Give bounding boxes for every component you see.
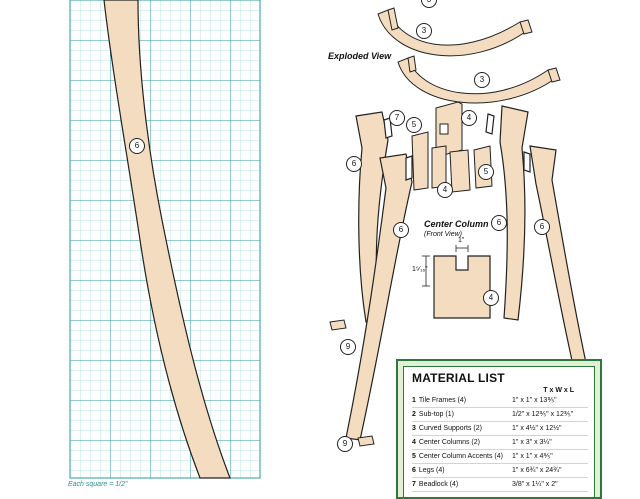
material-size: 1" x 6¾" x 24¾" xyxy=(512,467,562,474)
center-column-subtitle: (Front View) xyxy=(424,231,462,238)
material-num: 3 xyxy=(412,425,416,432)
material-num: 4 xyxy=(412,439,416,446)
dimension-width: 1" xyxy=(458,237,465,244)
callout-9-lower: 9 xyxy=(337,436,353,452)
material-size: 1" x 1" x 4⅗" xyxy=(512,453,553,460)
material-num: 5 xyxy=(412,453,416,460)
material-num: 2 xyxy=(412,411,416,418)
callout-7: 7 xyxy=(389,110,405,126)
material-size: 1" x 1" x 13⅗" xyxy=(512,397,557,404)
exploded-view-caption: Exploded View xyxy=(328,51,392,61)
material-name: Legs (4) xyxy=(418,467,445,474)
callout-6-leg-b: 6 xyxy=(393,222,409,238)
center-column-parts xyxy=(411,101,493,193)
leg-pattern-shape xyxy=(103,0,231,479)
callout-5-left: 5 xyxy=(406,117,422,133)
callout-4-front: 4 xyxy=(483,290,499,306)
callout-6-leg-c: 6 xyxy=(491,215,507,231)
material-name: Curved Supports (2) xyxy=(418,425,482,432)
callout-9-upper: 9 xyxy=(340,339,356,355)
material-name: Center Columns (2) xyxy=(418,439,480,446)
center-column-front-view xyxy=(422,245,491,319)
callout-4-bottom: 4 xyxy=(437,182,453,198)
material-size: 1" x 3" x 3¼" xyxy=(512,439,552,446)
material-list-header: T x W x L xyxy=(543,387,574,394)
center-column-title: Center Column xyxy=(424,219,489,229)
curved-supports xyxy=(377,7,561,104)
grid-caption: Each square = 1/2" xyxy=(68,481,128,488)
callout-3-upper: 3 xyxy=(416,23,432,39)
callout-5-right: 5 xyxy=(478,164,494,180)
callout-6-pattern: 6 xyxy=(129,138,145,154)
material-size: 3/8" x 1¼" x 2" xyxy=(512,481,558,488)
material-name: Center Column Accents (4) xyxy=(418,453,503,460)
material-name: Sub-top (1) xyxy=(418,411,454,418)
dimension-height: 1⁵⁄₁₆" xyxy=(412,266,428,273)
feet-pads xyxy=(329,319,375,447)
callout-6-leg-a: 6 xyxy=(346,156,362,172)
callout-3-lower: 3 xyxy=(474,72,490,88)
material-size: 1" x 4½" x 12½" xyxy=(512,425,562,432)
material-name: Tile Frames (4) xyxy=(418,397,467,404)
material-num: 1 xyxy=(412,397,416,404)
material-list-title: MATERIAL LIST xyxy=(412,371,505,385)
material-size: 1/2" x 12⅗" x 12⅗" xyxy=(512,411,574,418)
callout-6-leg-d: 6 xyxy=(534,219,550,235)
callout-4-top: 4 xyxy=(461,110,477,126)
material-num: 6 xyxy=(412,467,416,474)
material-num: 7 xyxy=(412,481,416,488)
material-name: Beadlock (4) xyxy=(418,481,459,488)
